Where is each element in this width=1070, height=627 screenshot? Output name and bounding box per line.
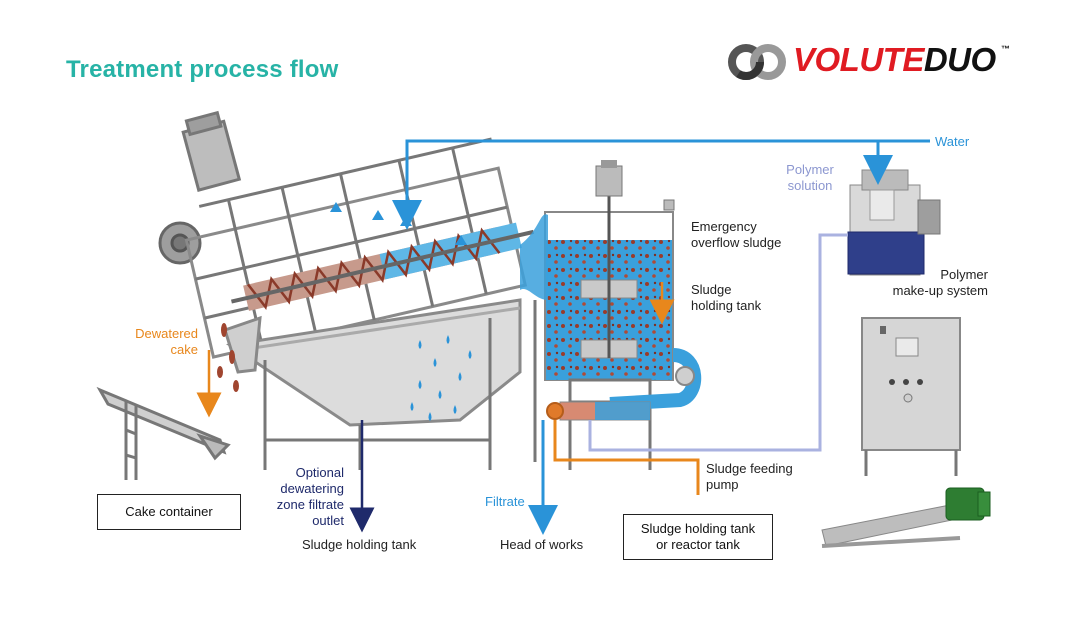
control-panel-drawing [861, 317, 961, 476]
flocculation-tank [520, 160, 702, 470]
trademark: ™ [1001, 44, 1010, 54]
cake-drops [217, 323, 239, 392]
cake-conveyor [96, 386, 231, 480]
label-sludge-holding-tank-bottom: Sludge holding tank [302, 537, 417, 552]
label-head-of-works: Head of works [500, 537, 584, 552]
polymer-makeup-drawing [847, 169, 941, 276]
page-title: Treatment process flow [66, 56, 339, 83]
progressive-pump-drawing [821, 487, 991, 548]
label-water: Water [935, 134, 970, 149]
volute-logo-icon [728, 44, 786, 80]
brand-logo: VOLUTEDUO [793, 41, 996, 78]
cake-container-box: Cake container [97, 494, 241, 530]
sludge-feeding-pump-drawing [546, 401, 651, 421]
label-filtrate: Filtrate [485, 494, 525, 509]
screw-press [158, 110, 537, 470]
